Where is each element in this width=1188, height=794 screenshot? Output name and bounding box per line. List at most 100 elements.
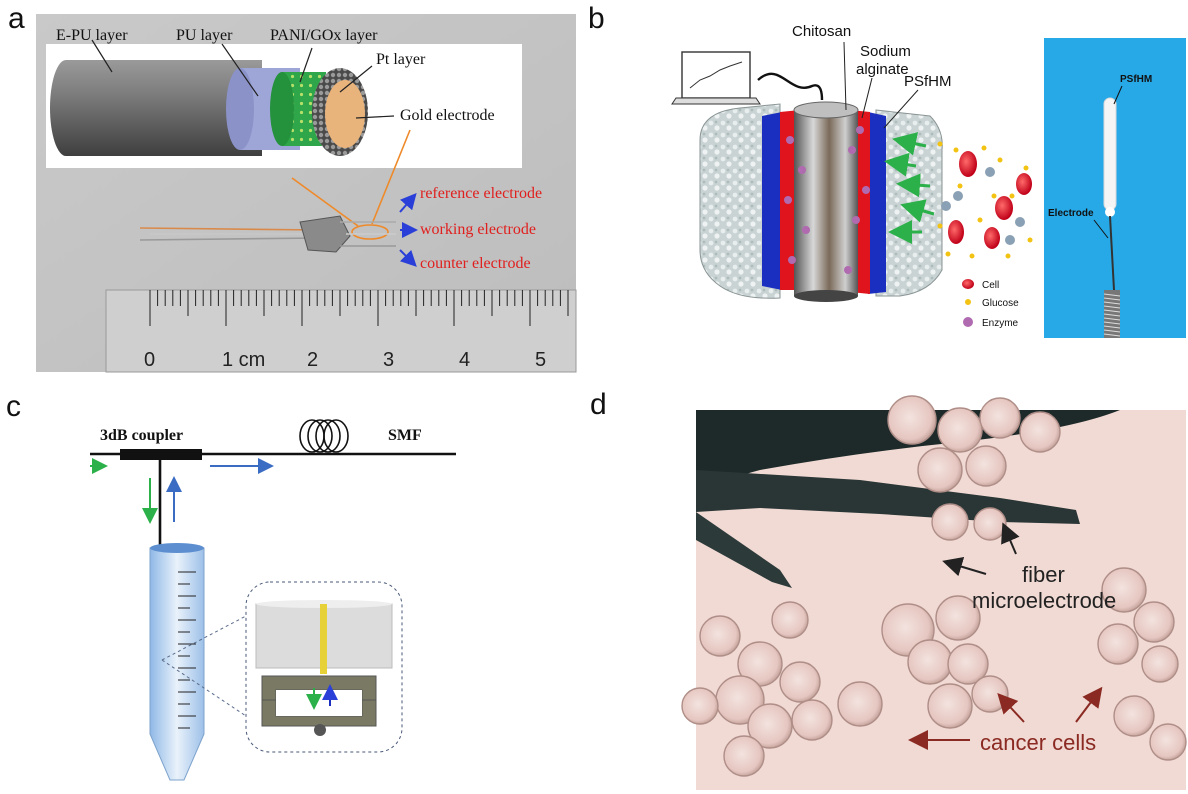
glucose-dot	[991, 193, 997, 199]
coil-turn	[1103, 317, 1121, 321]
psfhm-layer-left	[762, 112, 782, 290]
coil-turn	[1103, 293, 1121, 297]
cancer-cell	[1097, 623, 1139, 665]
gray-particle	[953, 191, 963, 201]
psfhm-layer-right	[868, 112, 886, 294]
cancer-cell	[1141, 645, 1179, 683]
label-gold-electrode: Gold electrode	[400, 107, 495, 124]
glucose-dot	[1023, 165, 1029, 171]
cancer-cell	[937, 407, 983, 453]
label-psfhm-right: PSfHM	[1120, 74, 1152, 85]
label-microelectrode: microelectrode	[972, 588, 1116, 613]
coil-turn	[1103, 333, 1121, 337]
cable	[757, 72, 824, 101]
enzyme-dot	[848, 146, 856, 154]
label-e-pu-layer: E-PU layer	[56, 27, 128, 44]
red-blood-cell	[959, 151, 977, 177]
psfhm-fiber	[1103, 97, 1117, 211]
diffusion-arrow	[896, 173, 931, 198]
label-alginate: alginate	[856, 61, 909, 78]
cancer-cell	[1113, 695, 1155, 737]
cancer-cell	[1149, 723, 1187, 761]
cancer-cell	[927, 683, 973, 729]
label-pu-layer: PU layer	[176, 27, 233, 44]
legend-glucose: Glucose	[982, 298, 1019, 309]
diffusion-arrow	[892, 132, 927, 156]
cancer-cell	[965, 445, 1007, 487]
label-counter-electrode: counter electrode	[420, 255, 531, 272]
glucose-dot	[945, 251, 951, 257]
ruler-label-3: 3	[383, 349, 394, 371]
cancer-cell	[907, 639, 953, 685]
glucose-dot	[1005, 253, 1011, 259]
cancer-cell	[935, 595, 981, 641]
label-chitosan: Chitosan	[792, 23, 851, 40]
coil-turn	[1103, 297, 1121, 301]
cancer-cell	[1133, 601, 1175, 643]
ruler-label-1cm: 1 cm	[222, 349, 265, 371]
coil-turn	[1103, 313, 1121, 317]
cancer-cell	[771, 601, 809, 639]
enzyme-dot	[798, 166, 806, 174]
label-reference-electrode: reference electrode	[420, 185, 542, 202]
cancer-cell	[887, 395, 937, 445]
label-pt-layer: Pt layer	[376, 51, 426, 68]
ruler-label-5: 5	[535, 349, 546, 371]
glucose-dot	[977, 217, 983, 223]
enzyme-dot	[784, 196, 792, 204]
ruler: 0 1 cm 2 3 4 5	[105, 289, 577, 373]
cancer-cell	[979, 397, 1021, 439]
cancer-cell	[791, 699, 833, 741]
enzyme-dot	[844, 266, 852, 274]
red-blood-cell	[984, 227, 1000, 249]
enzyme-dot	[802, 226, 810, 234]
cancer-cell	[971, 675, 1009, 713]
panel-letter-d: d	[590, 388, 607, 421]
laptop-icon	[671, 51, 761, 105]
cancer-cell	[917, 447, 963, 493]
legend-enzyme: Enzyme	[982, 318, 1019, 329]
enzyme-dot	[788, 256, 796, 264]
label-psfhm: PSfHM	[904, 73, 952, 90]
e-pu-cylinder	[50, 60, 262, 156]
diffusion-arrow	[884, 152, 917, 177]
label-sodium: Sodium	[860, 43, 911, 60]
red-blood-cell	[948, 220, 964, 244]
legend-cell: Cell	[982, 280, 999, 291]
glucose-dot	[937, 141, 943, 147]
coil-turn	[1103, 305, 1121, 309]
cancer-cell	[931, 503, 969, 541]
label-working-electrode: working electrode	[420, 221, 536, 238]
coil-turn	[1103, 329, 1121, 333]
glucose-dot	[1027, 237, 1033, 243]
coil-turn	[1103, 321, 1121, 325]
glucose-dot	[969, 253, 975, 259]
gray-particle	[985, 167, 995, 177]
panel-letter-a: a	[8, 2, 25, 35]
legend: Cell Glucose Enzyme	[962, 279, 1019, 329]
coil-turn	[1103, 309, 1121, 313]
sample-tube	[149, 543, 205, 781]
gray-particle	[941, 201, 951, 211]
panel-letter-c: c	[6, 390, 21, 423]
red-blood-cell	[1016, 173, 1032, 195]
cancer-cell	[747, 703, 793, 749]
enzyme-dot	[852, 216, 860, 224]
glucose-dot	[957, 183, 963, 189]
cancer-cell	[779, 661, 821, 703]
fiber-coil	[299, 419, 349, 453]
coil-turn	[1103, 301, 1121, 305]
enzyme-dot	[786, 136, 794, 144]
glucose-dot	[1009, 193, 1015, 199]
label-fiber: fiber	[1022, 562, 1065, 587]
label-electrode-right: Electrode	[1048, 208, 1094, 219]
gray-particle	[1005, 235, 1015, 245]
glucose-dot	[981, 145, 987, 151]
glucose-dot	[953, 147, 959, 153]
cancer-cell	[973, 507, 1007, 541]
cancer-cell	[699, 615, 741, 657]
cancer-cell	[837, 681, 883, 727]
diffusion-arrow	[900, 199, 935, 223]
label-3db-coupler: 3dB coupler	[100, 427, 183, 444]
